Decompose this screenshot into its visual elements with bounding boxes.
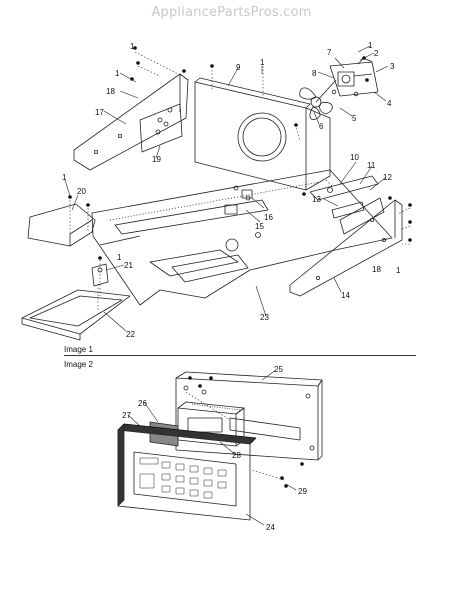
callout: 21 (124, 261, 133, 270)
assembly-lines (69, 51, 411, 310)
left-side-bracket (73, 73, 189, 171)
callout: 1 (368, 41, 373, 50)
screws-image2 (188, 376, 304, 488)
fan-motor-assembly (329, 57, 379, 97)
center-clips (224, 189, 253, 215)
callout: 23 (260, 313, 269, 322)
leader-lines-image2 (127, 369, 297, 526)
callout: 1 (130, 42, 135, 51)
callout: 1 (62, 173, 67, 182)
callout: 7 (327, 48, 332, 57)
callout: 1 (115, 69, 120, 78)
callout: 17 (95, 108, 104, 117)
callout: 4 (387, 99, 392, 108)
callout: 29 (298, 487, 307, 496)
right-rail (309, 175, 379, 219)
callout: 24 (266, 523, 275, 532)
callout: 19 (152, 155, 161, 164)
section-divider (64, 355, 416, 356)
callout: 15 (255, 222, 264, 231)
right-side-bracket (289, 197, 403, 297)
watermark: AppliancePartsPros.com (151, 5, 312, 20)
callout: 9 (236, 63, 241, 72)
callout: 1 (396, 266, 401, 275)
left-cover-plate (27, 203, 96, 247)
callout: 20 (77, 187, 86, 196)
back-panel (194, 77, 331, 191)
callout: 18 (106, 87, 115, 96)
callout: 27 (122, 411, 131, 420)
callout-labels: 1 2 3 4 5 6 7 8 9 1 1 1 10 11 12 13 14 1… (62, 41, 401, 532)
callout: 16 (264, 213, 273, 222)
image1-label: Image 1 (64, 345, 93, 354)
control-back-panel (175, 371, 323, 461)
callout: 14 (341, 291, 350, 300)
front-control-panel (117, 423, 257, 521)
callout: 2 (374, 49, 379, 58)
callout: 12 (383, 173, 392, 182)
callout: 1 (117, 253, 122, 262)
callout: 11 (367, 161, 376, 170)
callout: 1 (260, 58, 265, 67)
callout: 6 (319, 122, 324, 131)
screws (68, 46, 412, 260)
callout: 25 (274, 365, 283, 374)
callout: 13 (312, 195, 321, 204)
leader-lines (64, 45, 389, 332)
callout: 5 (352, 114, 357, 123)
callout: 3 (390, 62, 395, 71)
callout: 8 (312, 69, 317, 78)
callout: 28 (232, 451, 241, 460)
callout: 10 (350, 153, 359, 162)
base-floor-plate (91, 169, 393, 306)
image2-label: Image 2 (64, 360, 93, 369)
fan-blade (299, 79, 337, 120)
callout: 22 (126, 330, 135, 339)
callout: 18 (372, 265, 381, 274)
callout: 26 (138, 399, 147, 408)
bottom-tray (21, 289, 131, 341)
